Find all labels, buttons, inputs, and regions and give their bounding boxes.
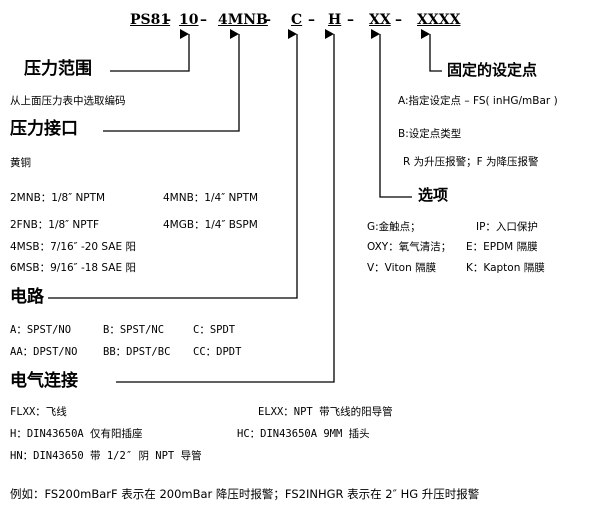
leader-options bbox=[371, 29, 412, 198]
code-set-point: XXXX bbox=[417, 12, 461, 28]
code-electrical: H bbox=[328, 12, 342, 28]
code-dash: – bbox=[395, 12, 402, 28]
circuit-option: C：SPDT bbox=[193, 324, 236, 336]
pressure-port-option: 2FNB：1/8″ NPTF bbox=[10, 219, 100, 231]
set-point-line: B:设定点类型 bbox=[398, 128, 462, 140]
set-point-line: R 为升压报警；F 为降压报警 bbox=[403, 156, 539, 168]
circuit-option: B：SPST/NC bbox=[103, 324, 165, 336]
options-item: OXY：氧气清洁； bbox=[367, 241, 452, 253]
pressure-port-option: 6MSB：9/16″ -18 SAE 阳 bbox=[10, 262, 136, 274]
pressure-port-option: 4MSB：7/16″ -20 SAE 阳 bbox=[10, 241, 136, 253]
pressure-port-material: 黄铜 bbox=[10, 157, 31, 169]
circuit-option: AA：DPST/NO bbox=[10, 346, 78, 358]
pressure-port-option: 4MGB：1/4″ BSPM bbox=[163, 219, 258, 231]
electrical-title: 电气连接 bbox=[10, 371, 78, 391]
circuit-option: BB：DPST/BC bbox=[103, 346, 171, 358]
leader-pressure-port bbox=[103, 29, 240, 132]
code-pressure-range: 10 bbox=[179, 12, 199, 28]
code-dash: – bbox=[200, 12, 207, 28]
code-circuit: C bbox=[291, 12, 303, 28]
code-dash: – bbox=[308, 12, 315, 28]
pressure-port-option: 4MNB：1/4″ NPTM bbox=[163, 192, 259, 204]
set-point-title: 固定的设定点 bbox=[447, 61, 538, 79]
options-item: V：Viton 隔膜 bbox=[367, 262, 437, 274]
options-item: G:金触点； bbox=[367, 221, 421, 233]
leader-set-point bbox=[421, 29, 442, 72]
leader-circuit bbox=[48, 29, 298, 299]
pressure-port-option: 2MNB：1/8″ NPTM bbox=[10, 192, 106, 204]
code-series: PS81 bbox=[130, 12, 171, 28]
options-item: K：Kapton 隔膜 bbox=[466, 262, 545, 274]
code-dash: – bbox=[347, 12, 354, 28]
pressure-range-note: 从上面压力表中选取编码 bbox=[10, 95, 126, 107]
electrical-option: HC：DIN43650A 9MM 插头 bbox=[237, 428, 370, 440]
set-point-line: A:指定设定点 – FS( inHG/mBar ) bbox=[398, 95, 558, 107]
circuit-option: CC：DPDT bbox=[193, 346, 242, 358]
leader-pressure-range bbox=[110, 29, 190, 72]
leader-electrical bbox=[116, 29, 335, 383]
options-item: E：EPDM 隔膜 bbox=[466, 241, 538, 253]
pressure-port-title: 压力接口 bbox=[10, 119, 78, 139]
code-pressure-port: 4MNB bbox=[218, 12, 268, 28]
code-options: XX bbox=[369, 12, 391, 28]
electrical-option: FLXX：飞线 bbox=[10, 406, 67, 418]
pressure-range-title: 压力范围 bbox=[24, 59, 92, 79]
options-title: 选项 bbox=[418, 186, 449, 204]
code-dash: – bbox=[264, 12, 271, 28]
code-dash: – bbox=[164, 12, 171, 28]
options-item: IP：入口保护 bbox=[476, 221, 538, 233]
electrical-option: H：DIN43650A 仅有阳插座 bbox=[10, 428, 143, 440]
circuit-title: 电路 bbox=[10, 287, 44, 307]
electrical-option: ELXX：NPT 带飞线的阳导管 bbox=[258, 406, 393, 418]
circuit-option: A：SPST/NO bbox=[10, 324, 72, 336]
example-note: 例如：FS200mBarF 表示在 200mBar 降压时报警；FS2INHGR… bbox=[10, 487, 480, 501]
electrical-option: HN：DIN43650 带 1/2″ 阴 NPT 导管 bbox=[10, 450, 202, 462]
